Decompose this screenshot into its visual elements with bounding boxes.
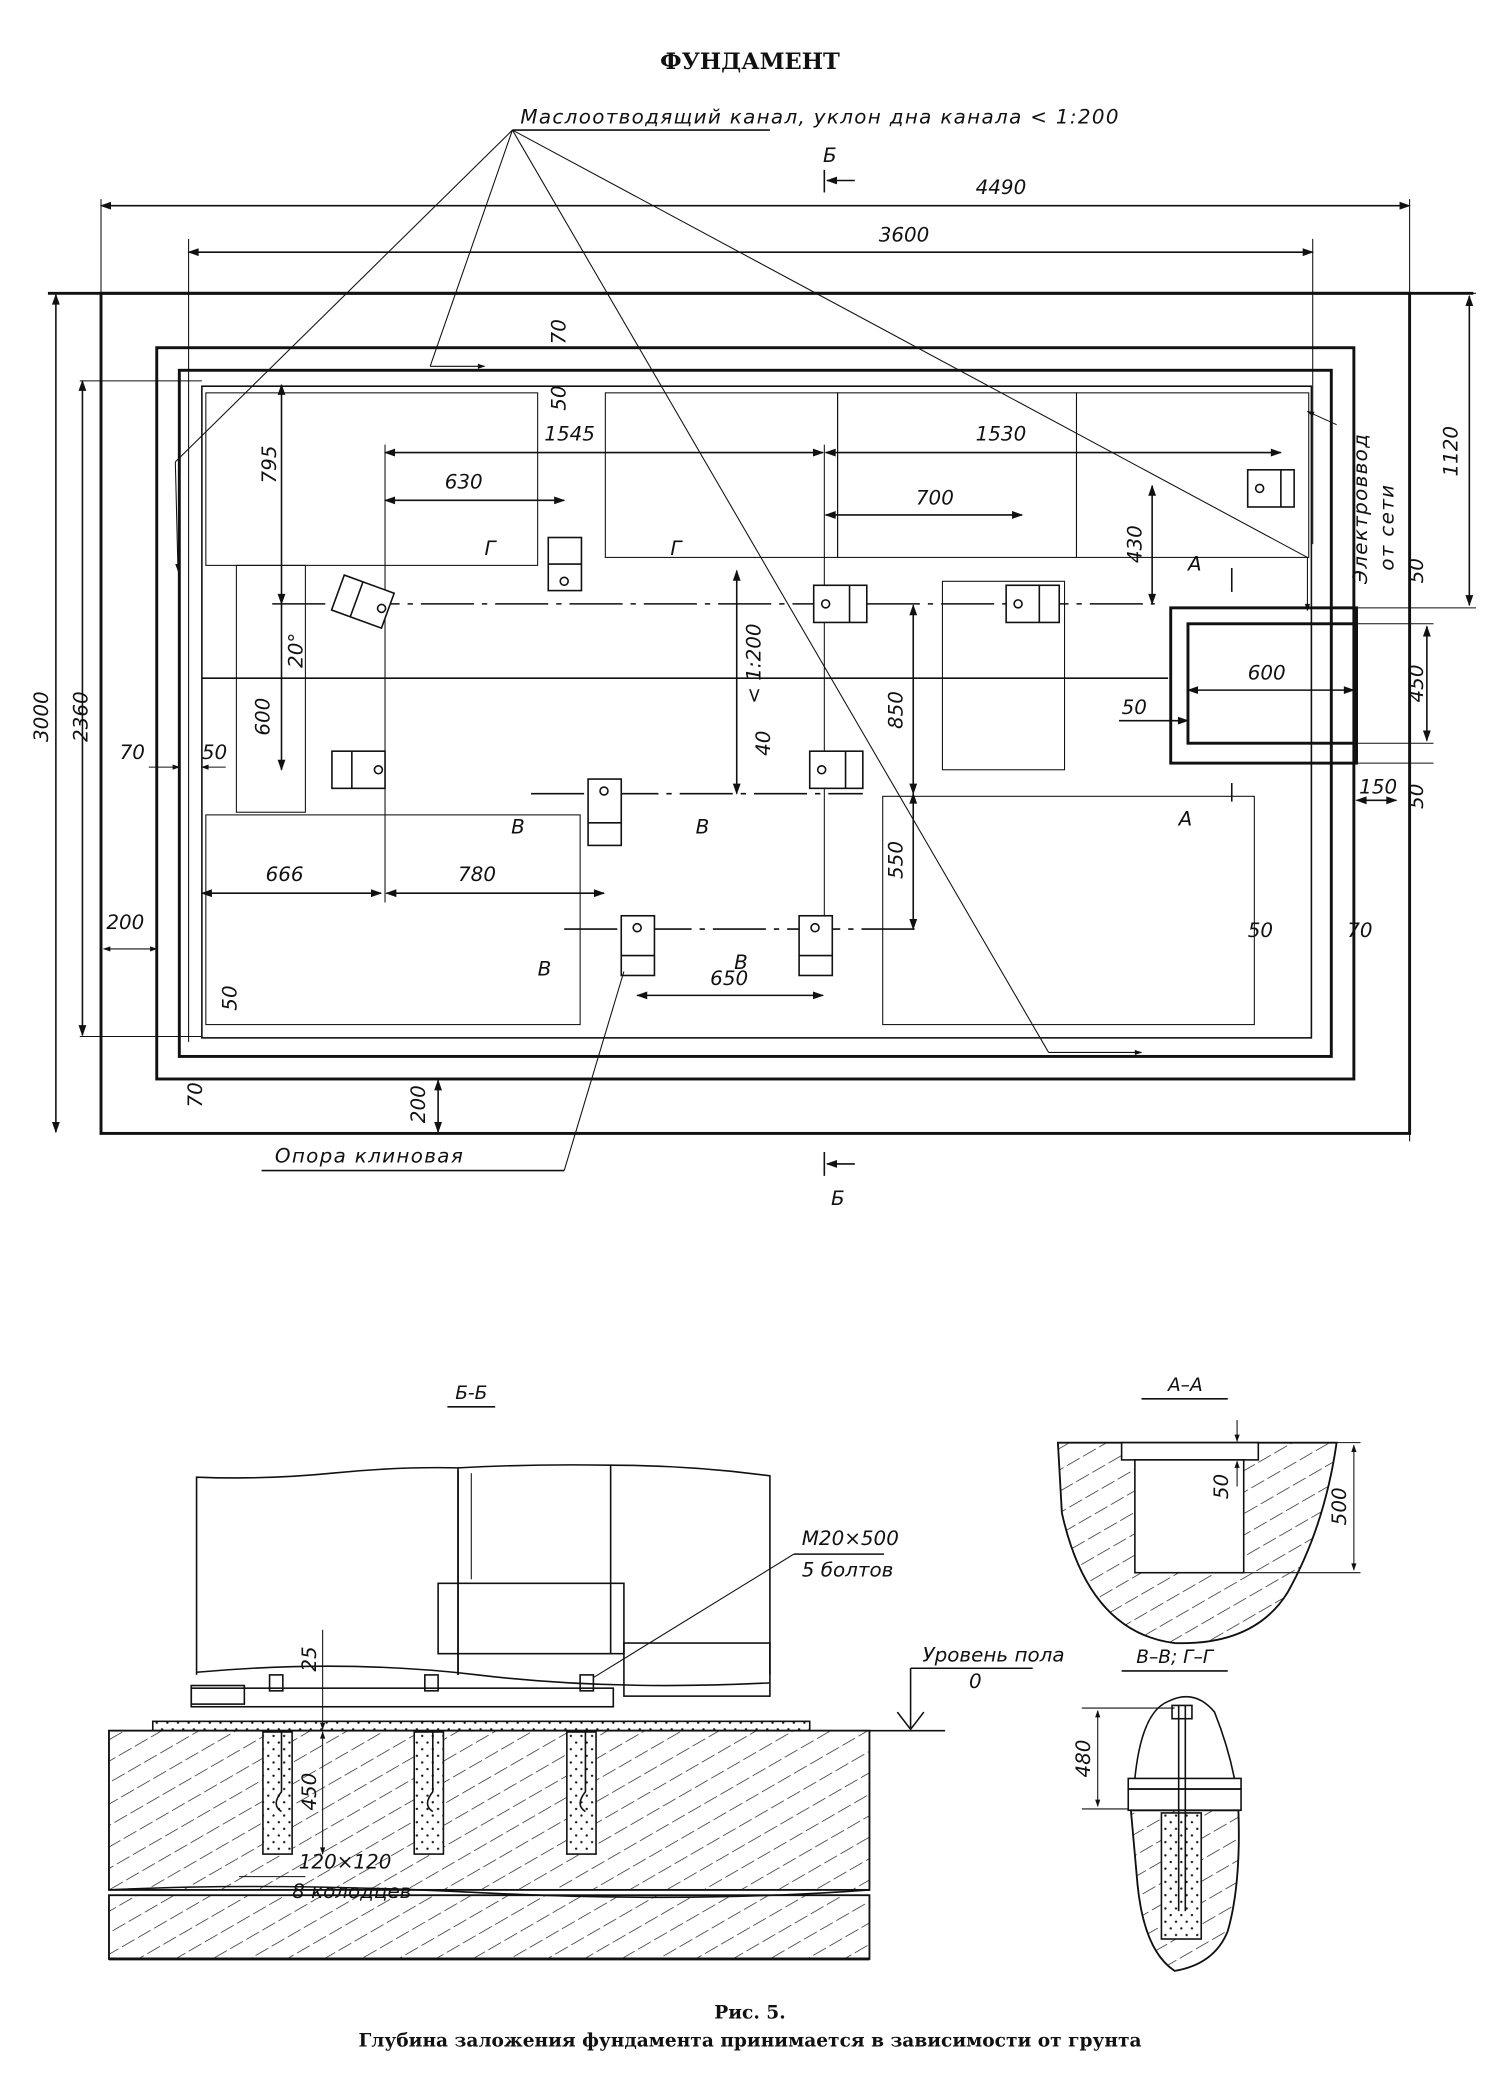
section-mark-a-top: А (1186, 553, 1203, 576)
section-vv-title: В–В; Г–Г (1136, 1647, 1215, 1668)
dim-200-bottom: 200 (407, 1085, 430, 1123)
dim-850: 850 (885, 691, 908, 729)
page-title: ФУНДАМЕНТ (660, 49, 840, 75)
dim-430: 430 (1124, 525, 1147, 563)
dim-600-pit: 600 (1248, 662, 1286, 685)
dim-500: 500 (1328, 1487, 1351, 1525)
power-input-label-1: Электроввод (1349, 433, 1372, 585)
section-mark-b-top: Б (823, 144, 838, 167)
dim-50-pit-top: 50 (1405, 558, 1428, 583)
dim-70-left: 70 (120, 741, 145, 764)
dim-3600: 3600 (879, 224, 930, 247)
dim-150: 150 (1359, 776, 1397, 799)
dim-50-right: 50 (1248, 919, 1273, 942)
well-count: 8 колодцев (292, 1880, 411, 1903)
dim-450-bb: 450 (298, 1773, 321, 1811)
section-mark-v-3: В (538, 957, 553, 980)
section-mark-v-4: В (734, 951, 749, 974)
section-vv-gg: В–В; Г–Г 480 (1072, 1647, 1242, 1972)
figure-caption: Глубина заложения фундамента принимается… (358, 2031, 1141, 2052)
dim-666: 666 (266, 863, 304, 886)
section-mark-a-bottom: А (1177, 808, 1194, 831)
dim-50-top: 50 (548, 385, 571, 410)
dim-50-pit-left: 50 (1122, 696, 1147, 719)
anchor-bolts (268, 1674, 595, 1692)
well-size: 120×120 (299, 1851, 392, 1874)
dim-480: 480 (1072, 1740, 1095, 1778)
power-input-label-2: от сети (1376, 484, 1399, 571)
dim-1120: 1120 (1439, 426, 1462, 477)
support-label: Опора клиновая (275, 1145, 464, 1168)
dim-50-pit-bottom: 50 (1405, 784, 1428, 809)
section-bb-title: Б-Б (455, 1383, 487, 1404)
dim-795: 795 (258, 446, 281, 484)
section-aa-title: А–А (1167, 1375, 1203, 1396)
dim-50-aa: 50 (1210, 1474, 1233, 1499)
dim-70-top: 70 (548, 319, 571, 344)
dim-25: 25 (298, 1646, 321, 1671)
dim-650: 650 (710, 967, 748, 990)
dim-3000: 3000 (30, 691, 53, 742)
dim-700: 700 (916, 486, 954, 509)
channel-label: Маслоотводящий канал, уклон дна канала <… (520, 105, 1119, 128)
figure-number: Рис. 5. (714, 2003, 785, 2024)
section-mark-g-1: Г (485, 537, 498, 560)
dim-50-bottom: 50 (218, 985, 241, 1010)
dim-1545: 1545 (544, 423, 595, 446)
bolt-count: 5 болтов (802, 1559, 894, 1582)
section-mark-v-1: В (511, 815, 526, 838)
wedge-supports (330, 469, 1295, 977)
section-bb: Б-Б 25 (108, 1383, 1065, 1961)
section-mark-g-2: Г (670, 537, 683, 560)
floor-level-label: Уровень пола (923, 1644, 1065, 1667)
dim-600-left: 600 (252, 698, 275, 736)
dim-1530: 1530 (976, 423, 1027, 446)
dim-550: 550 (885, 841, 908, 879)
dim-70-bottom: 70 (184, 1082, 207, 1107)
floor-level-value: 0 (969, 1670, 982, 1693)
bolt-spec: М20×500 (802, 1527, 899, 1550)
dim-40: 40 (752, 731, 775, 756)
section-mark-b-bottom: Б (831, 1187, 846, 1210)
section-aa: А–А 500 50 (1056, 1375, 1361, 1645)
dim-630: 630 (445, 470, 483, 493)
dim-4490: 4490 (976, 176, 1027, 199)
dim-2360: 2360 (70, 691, 93, 742)
section-mark-v-2: В (696, 815, 711, 838)
slope-label: < 1:200 (743, 623, 766, 703)
plan-view: Маслоотводящий канал, уклон дна канала <… (30, 105, 1476, 1210)
dim-70-right: 70 (1347, 919, 1372, 942)
dim-780: 780 (458, 863, 496, 886)
dim-200-left: 200 (106, 911, 144, 934)
dim-450: 450 (1405, 665, 1428, 703)
angle-20: 20° (285, 633, 308, 668)
dim-50-left: 50 (202, 741, 227, 764)
